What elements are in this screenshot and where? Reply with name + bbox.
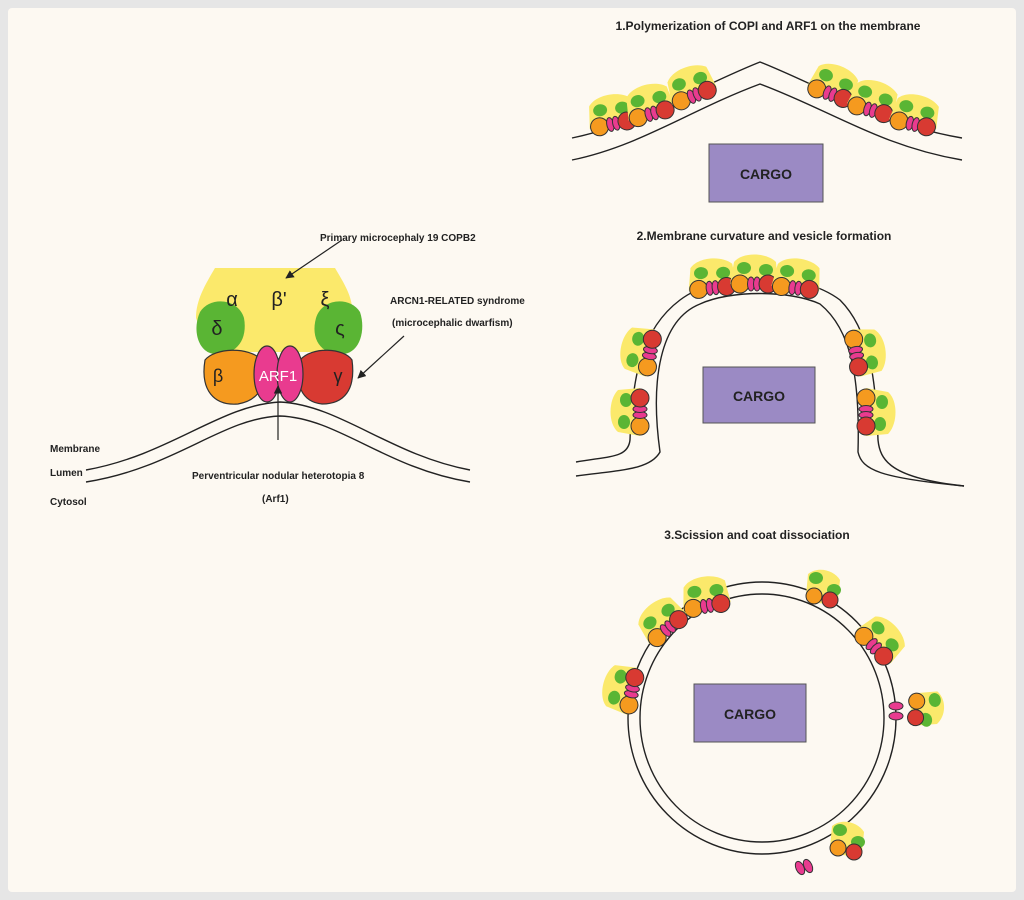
step-2-panel: 2.Membrane curvature and vesicle formati… [575,229,965,487]
step-3-cargo-label: CARGO [724,706,776,722]
arrow-arcn1 [357,335,405,379]
annotation-arf1-line2: (Arf1) [262,494,289,505]
step-2-cargo-box [702,366,816,424]
step-3-cargo-box [693,683,807,743]
label-zeta: ς [335,318,345,340]
step-3-fragment-3 [902,688,948,731]
step-3-coat-2 [630,590,693,652]
step-3-arf1-free-2 [888,711,904,721]
annotation-arcn1-line2: (microcephalic dwarfism) [392,318,513,329]
step-3-fragment-2 [849,607,913,671]
label-lumen: Lumen [50,468,83,479]
label-delta: δ [211,318,222,340]
step-1-panel: 1.Polymerization of COPI and ARF1 on the… [571,19,963,203]
subunit-zeta [314,301,363,355]
annotation-arcn1-line1: ARCN1-RELATED syndrome [390,296,525,307]
membrane-outer [85,401,471,471]
label-arf1: ARF1 [259,368,297,385]
label-gamma: γ [334,366,343,386]
label-xi: ξ [321,289,330,311]
step-3-panel: 3.Scission and coat dissociation CARGO [597,528,948,876]
step-1-membrane-inner [571,83,963,161]
step-3-arf1-free-4 [802,858,814,874]
step-2-coat-top-3 [770,255,823,300]
copi-complex: α β' ξ δ ς β ARF1 γ Primary microcephaly… [50,233,525,508]
step-2-membrane-inner [575,292,965,487]
annotation-arf1-line1: Perventricular nodular heterotopia 8 [192,471,365,482]
step-1-title: 1.Polymerization of COPI and ARF1 on the… [616,19,921,33]
step-3-fragment-1 [805,569,842,609]
step-2-cargo-label: CARGO [733,388,785,404]
label-cytosol: Cytosol [50,497,87,508]
arf1-right [276,345,304,403]
annotation-copb2: Primary microcephaly 19 COPB2 [320,233,476,244]
step-2-coat-right-2 [856,387,896,437]
subunit-delta [196,301,245,355]
step-2-coat-top-1 [685,255,738,300]
label-alpha: α [226,289,238,311]
step-2-coat-right-1 [842,323,890,379]
subunit-gamma [297,349,354,405]
step-3-coat-1 [677,572,733,620]
step-3-fragment-4 [829,821,866,861]
membrane-inner [85,415,471,483]
step-2-coat-left-1 [616,323,664,379]
step-2-coat-left-2 [610,387,650,437]
step-1-cargo-label: CARGO [740,166,792,182]
arrow-copb2 [285,239,343,279]
step-3-title: 3.Scission and coat dissociation [664,528,849,542]
step-2-coat-top-2 [729,254,779,294]
step-1-cargo-box [708,143,824,203]
step-3-coat-3 [597,661,647,718]
step-3-arf1-free-1 [888,701,904,711]
figure-frame [8,8,1016,892]
label-membrane: Membrane [50,444,100,455]
label-beta-prime: β' [271,289,286,311]
step-2-title: 2.Membrane curvature and vesicle formati… [637,229,892,243]
label-beta: β [213,366,223,386]
step-3-vesicle-inner [639,593,885,843]
